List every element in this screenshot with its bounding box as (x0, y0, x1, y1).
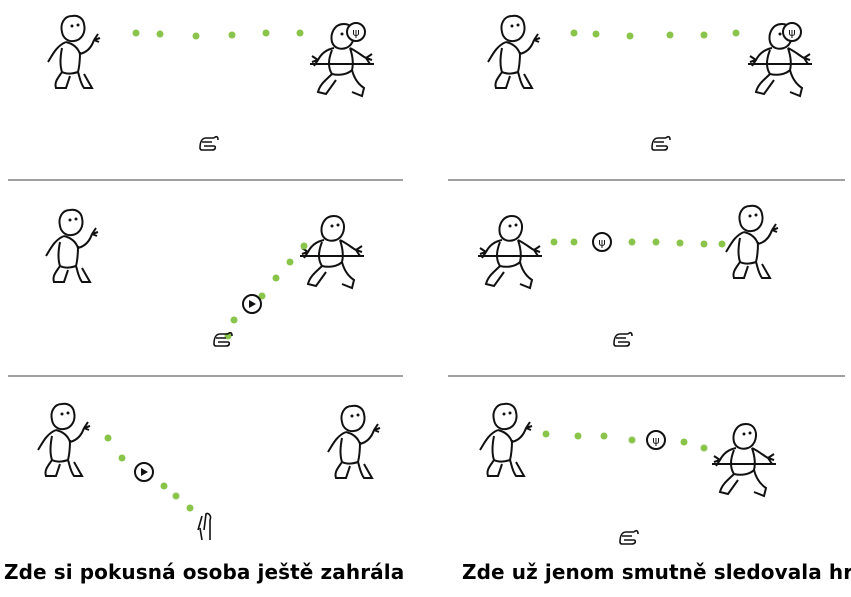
caption-right: Zde už jenom smutně sledovala hru (462, 560, 851, 584)
panel-left-2 (45, 208, 365, 347)
panel-right-2 (477, 204, 779, 347)
participant-hand-icon (651, 135, 671, 151)
ball-trail (104, 434, 194, 512)
player-right-figure (711, 423, 777, 497)
ball-psi-icon (782, 22, 802, 42)
participant-hand-icon (613, 331, 633, 347)
player-left-figure (477, 215, 543, 289)
ball-trail (224, 242, 308, 340)
ball-trail (542, 430, 708, 452)
ball-psi-icon (592, 232, 612, 252)
participant-hand-icon (197, 512, 212, 541)
player-left-figure (45, 208, 99, 283)
ball-trail (132, 29, 304, 40)
player-left-figure (487, 14, 541, 89)
participant-hand-icon (619, 529, 639, 545)
ball-psi-icon (646, 430, 666, 450)
player-right-figure (725, 204, 779, 279)
panel-left-3 (37, 402, 381, 541)
ball-trail (550, 238, 726, 248)
panel-right-1 (487, 14, 813, 151)
player-left-figure (37, 402, 91, 477)
caption-left: Zde si pokusná osoba ještě zahrála (4, 560, 405, 584)
participant-hand-icon (199, 135, 219, 151)
player-left-figure (47, 14, 101, 89)
ball-play-icon (134, 462, 154, 482)
panel-right-3 (479, 402, 777, 545)
player-left-figure (479, 402, 533, 477)
panel-left-1 (47, 14, 375, 151)
ball-psi-icon (346, 22, 366, 42)
ball-trail (570, 29, 740, 40)
ball-play-icon (242, 294, 262, 314)
player-right-figure (327, 404, 381, 479)
player-right-figure (299, 215, 365, 289)
player-right-figure (747, 23, 813, 97)
